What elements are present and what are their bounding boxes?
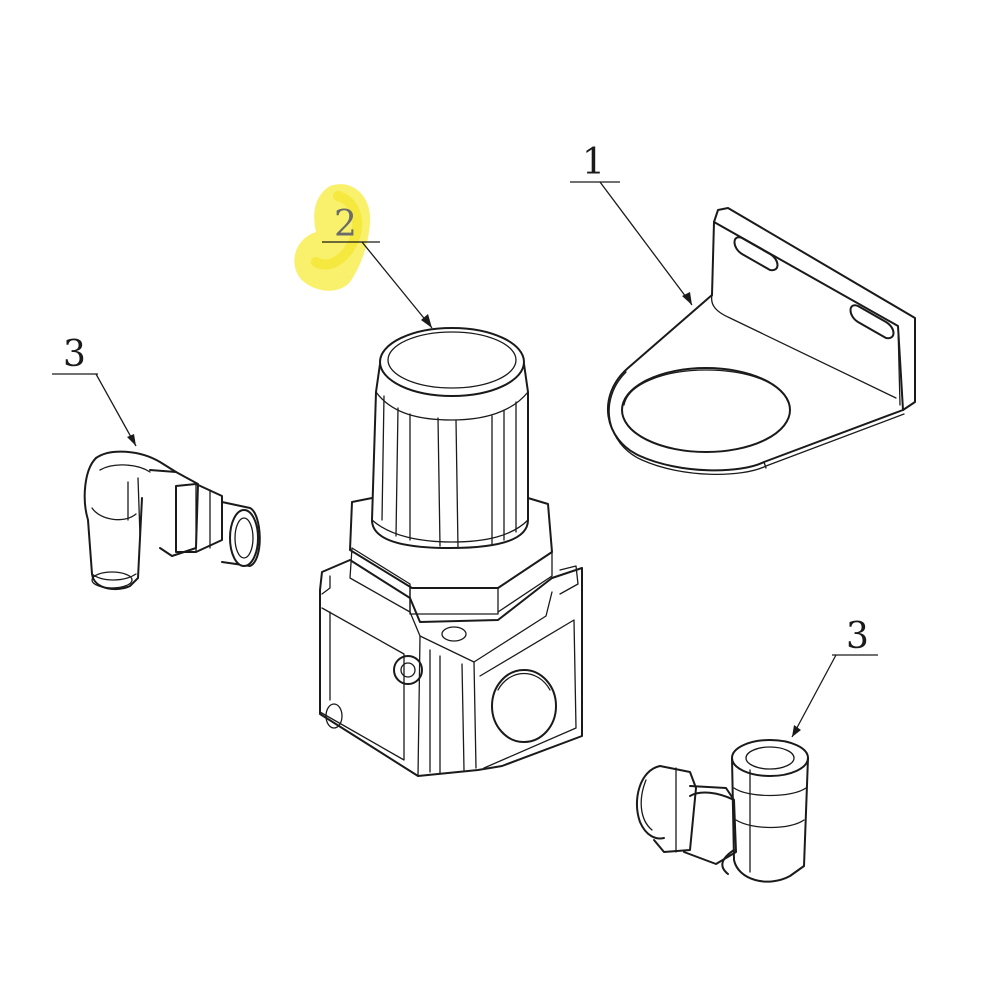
callout-1-label: 1 [582, 142, 605, 183]
callout-2: 2 [322, 204, 433, 329]
elbow-fitting-left [83, 450, 261, 591]
callout-3-left: 3 [52, 334, 137, 447]
regulator [319, 327, 583, 777]
highlighter-mark [294, 184, 371, 291]
callout-1: 1 [570, 142, 693, 306]
callout-3-right: 3 [791, 616, 878, 738]
callout-2-label: 2 [334, 204, 357, 245]
callout-3-left-label: 3 [63, 334, 86, 375]
mounting-bracket [606, 207, 916, 475]
callout-3-right-label: 3 [846, 616, 869, 657]
elbow-fitting-right [635, 739, 809, 883]
